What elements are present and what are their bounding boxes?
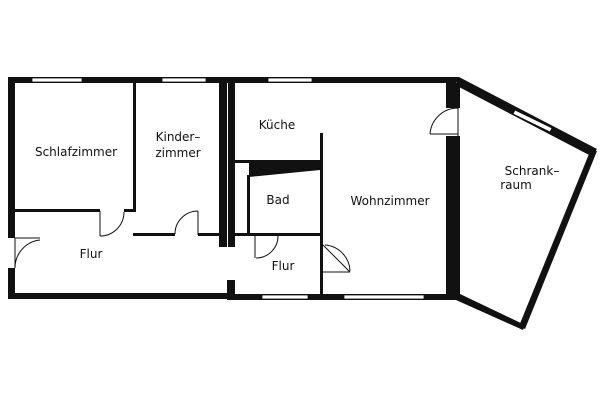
label-kinderzimmer-2: zimmer [155,146,200,160]
label-schrankraum-1: Schrank– [505,164,560,178]
window-schlaf [31,77,83,83]
wall-top-right [227,77,456,83]
wall-schlaf-kinder [133,83,136,211]
bad-top-stripe [249,160,320,177]
label-schlafzimmer: Schlafzimmer [35,145,117,159]
label-kueche: Küche [259,118,295,132]
wall-kinder-bottom-b [198,233,220,236]
door-schlaf-arc [99,211,125,237]
label-flur-left: Flur [80,247,103,261]
door-entrance-arc [14,237,41,269]
wall-bad-sep [247,175,250,235]
window-kinder [161,77,207,83]
wall-left-of-right [228,77,235,252]
door-wohn-arc [322,244,351,273]
passage-gap [219,247,235,280]
label-flur-right: Flur [272,259,295,273]
interior-walls [15,83,323,299]
room-labels: Schlafzimmer Kinder– zimmer Küche Bad Wo… [35,118,559,273]
door-kinder-arc [174,210,199,235]
wall-schrank-bottom [456,294,525,330]
doors [8,107,460,280]
door-bad-arc [254,235,279,259]
wall-kinder-bottom [133,233,175,236]
window-kueche [267,77,313,83]
wall-wohn-right [446,83,460,300]
wall-bottom-right [227,294,459,300]
wall-top-left [8,77,228,83]
outer-walls [8,77,597,330]
wall-middle [219,77,227,247]
wall-left [8,77,15,299]
wall-bad-left [235,160,247,163]
label-wohnzimmer: Wohnzimmer [350,194,429,208]
wall-middle-lower [227,280,235,299]
door-entrance-gap [8,238,15,268]
wall-bad-right [320,133,323,299]
window-wohn-bottom [343,294,425,300]
wall-schrank-right [519,149,597,329]
wall-bad-bottom [235,233,320,236]
label-schrankraum-2: raum [500,178,532,192]
wall-schlaf-bottom-b [124,209,136,212]
label-kinderzimmer-1: Kinder– [156,130,201,144]
wall-schlaf-bottom [15,209,100,212]
window-flur-bottom [261,294,309,300]
door-schrank-arc [429,107,459,136]
door-schrank-gap [446,108,460,136]
wall-bottom-left [8,293,229,299]
windows [31,77,553,300]
window-schrank [512,109,553,133]
label-bad: Bad [266,193,289,207]
